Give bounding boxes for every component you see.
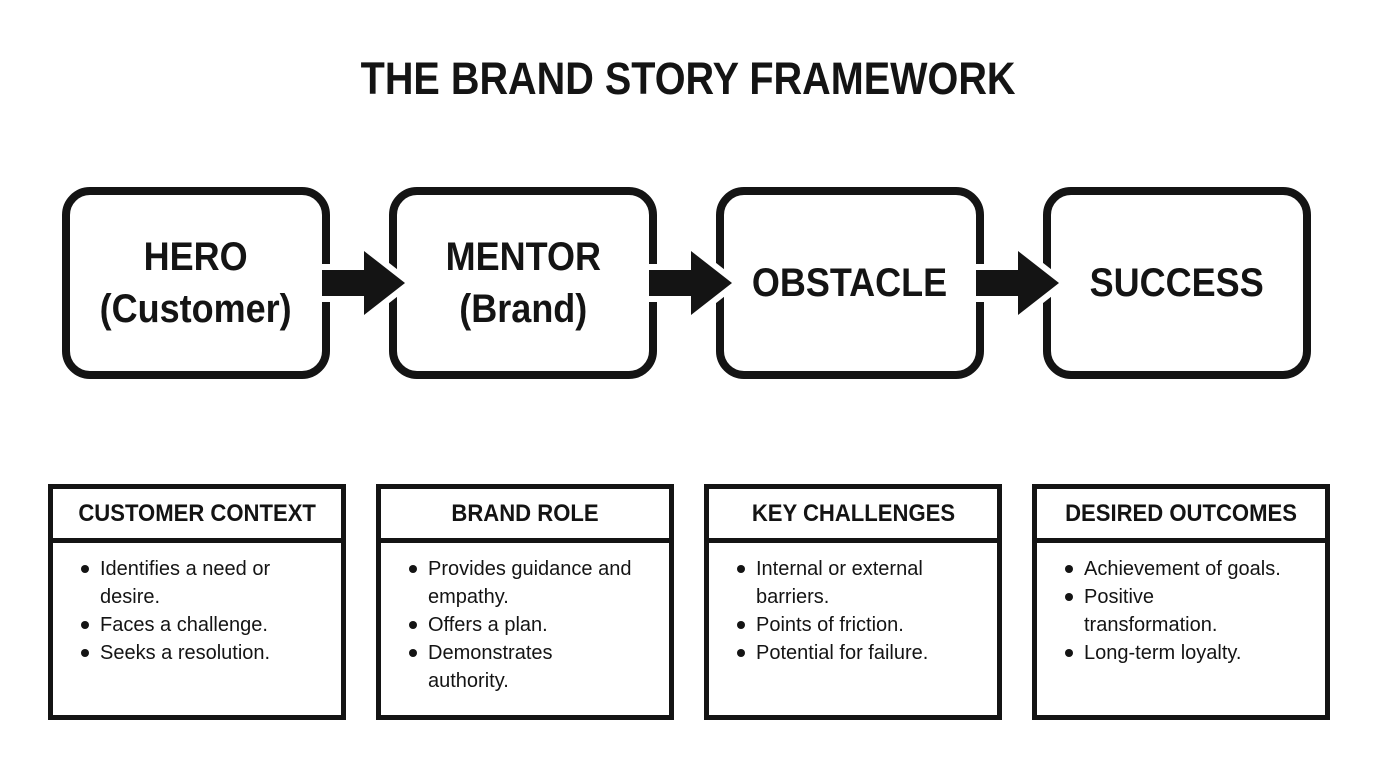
page-title-text: THE BRAND STORY FRAMEWORK bbox=[360, 53, 1016, 104]
bullet-list: Achievement of goals. Positive transform… bbox=[1057, 555, 1315, 667]
card-customer-context-body: Identifies a need or desire. Faces a cha… bbox=[53, 543, 341, 667]
arrow-right-icon bbox=[647, 245, 735, 321]
flow-box-obstacle: OBSTACLE bbox=[716, 187, 984, 379]
card-brand-role-title: BRAND ROLE bbox=[451, 499, 599, 527]
flow-box-obstacle-label: OBSTACLE bbox=[752, 261, 948, 305]
list-item: Provides guidance and empathy. bbox=[401, 555, 659, 611]
card-key-challenges: KEY CHALLENGES Internal or external barr… bbox=[704, 484, 1002, 720]
card-brand-role: BRAND ROLE Provides guidance and empathy… bbox=[376, 484, 674, 720]
flow-box-success-label: SUCCESS bbox=[1089, 261, 1265, 305]
arrow-right-icon bbox=[320, 245, 408, 321]
list-item: Achievement of goals. bbox=[1057, 555, 1315, 583]
list-item: Positive transformation. bbox=[1057, 583, 1315, 639]
flow-box-hero-label: HERO (Customer) bbox=[99, 235, 293, 331]
card-key-challenges-body: Internal or external barriers. Points of… bbox=[709, 543, 997, 667]
list-item: Faces a challenge. bbox=[73, 611, 331, 639]
arrow-right-icon bbox=[974, 245, 1062, 321]
card-key-challenges-title: KEY CHALLENGES bbox=[751, 499, 955, 527]
card-brand-role-body: Provides guidance and empathy. Offers a … bbox=[381, 543, 669, 695]
bullet-list: Provides guidance and empathy. Offers a … bbox=[401, 555, 659, 695]
card-customer-context: CUSTOMER CONTEXT Identifies a need or de… bbox=[48, 484, 346, 720]
flow-box-success: SUCCESS bbox=[1043, 187, 1311, 379]
bullet-list: Internal or external barriers. Points of… bbox=[729, 555, 987, 667]
bullet-list: Identifies a need or desire. Faces a cha… bbox=[73, 555, 331, 667]
list-item: Potential for failure. bbox=[729, 639, 987, 667]
card-customer-context-title: CUSTOMER CONTEXT bbox=[78, 499, 316, 527]
page-title: THE BRAND STORY FRAMEWORK bbox=[0, 50, 1376, 108]
list-item: Internal or external barriers. bbox=[729, 555, 987, 611]
list-item: Seeks a resolution. bbox=[73, 639, 331, 667]
list-item: Long-term loyalty. bbox=[1057, 639, 1315, 667]
card-customer-context-header: CUSTOMER CONTEXT bbox=[53, 489, 341, 543]
card-desired-outcomes-header: DESIRED OUTCOMES bbox=[1037, 489, 1325, 543]
list-item: Identifies a need or desire. bbox=[73, 555, 331, 611]
flow-box-mentor: MENTOR (Brand) bbox=[389, 187, 657, 379]
list-item: Demonstrates authority. bbox=[401, 639, 659, 695]
card-desired-outcomes-title: DESIRED OUTCOMES bbox=[1065, 499, 1297, 527]
list-item: Offers a plan. bbox=[401, 611, 659, 639]
flow-box-mentor-label: MENTOR (Brand) bbox=[445, 235, 601, 331]
list-item: Points of friction. bbox=[729, 611, 987, 639]
card-brand-role-header: BRAND ROLE bbox=[381, 489, 669, 543]
card-desired-outcomes: DESIRED OUTCOMES Achievement of goals. P… bbox=[1032, 484, 1330, 720]
card-desired-outcomes-body: Achievement of goals. Positive transform… bbox=[1037, 543, 1325, 667]
card-key-challenges-header: KEY CHALLENGES bbox=[709, 489, 997, 543]
flow-box-hero: HERO (Customer) bbox=[62, 187, 330, 379]
